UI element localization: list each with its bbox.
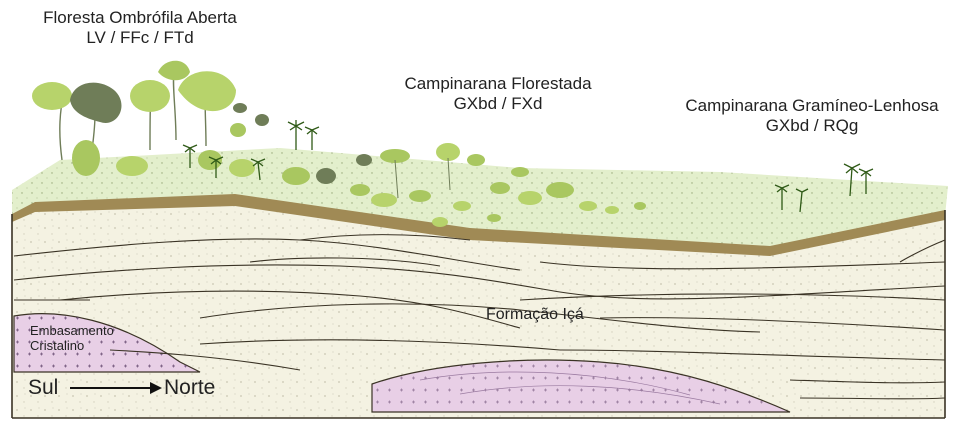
campinarana-florestada-codes: GXbd / FXd xyxy=(378,94,618,114)
floresta-ombrofila-codes: LV / FFc / FTd xyxy=(10,28,270,48)
floresta-ombrofila-title: Floresta Ombrófila Aberta xyxy=(10,8,270,28)
campinarana-florestada-label: Campinarana Florestada GXbd / FXd xyxy=(378,74,618,113)
campinarana-florestada-title: Campinarana Florestada xyxy=(378,74,618,94)
campinarana-gramineo-title: Campinarana Gramíneo-Lenhosa xyxy=(672,96,952,116)
campinarana-gramineo-codes: GXbd / RQg xyxy=(672,116,952,136)
campinarana-gramineo-label: Campinarana Gramíneo-Lenhosa GXbd / RQg xyxy=(672,96,952,135)
floresta-ombrofila-label: Floresta Ombrófila Aberta LV / FFc / FTd xyxy=(10,8,270,47)
direction-from-label: Sul xyxy=(28,376,58,400)
embasamento-cristalino-label: Embasamento Cristalino xyxy=(30,324,130,354)
direction-to-label: Norte xyxy=(164,376,215,400)
formacao-ica-label: Formação Içá xyxy=(486,306,626,324)
embasamento-line1: Embasamento xyxy=(30,324,130,339)
embasamento-line2: Cristalino xyxy=(30,339,130,354)
